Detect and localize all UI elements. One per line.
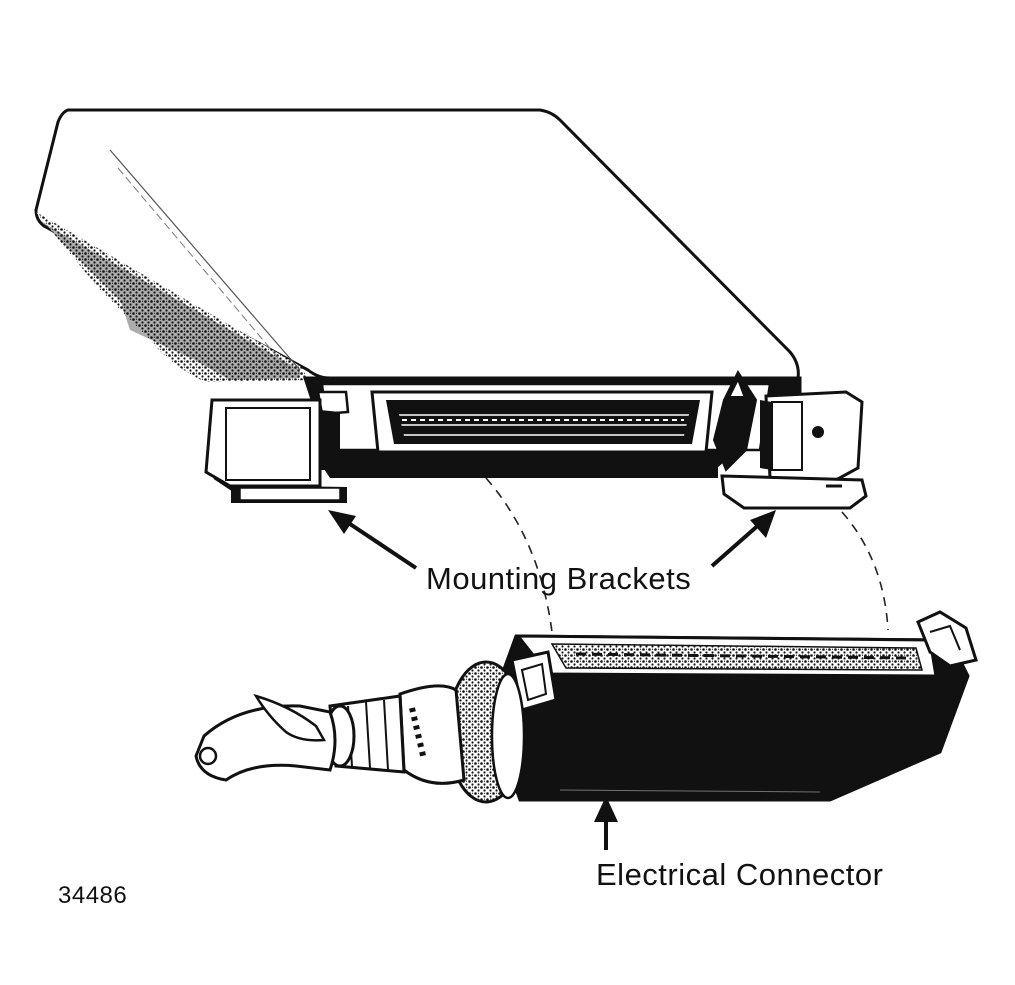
electrical-connector-label: Electrical Connector	[596, 857, 884, 892]
left-mounting-bracket	[204, 398, 347, 503]
right-mounting-bracket	[720, 390, 868, 510]
mounting-brackets-label: Mounting Brackets	[426, 561, 692, 596]
figure-number: 34486	[58, 882, 128, 909]
electrical-connector	[498, 610, 978, 802]
mounting-bracket-arrows	[328, 510, 776, 570]
electrical-connector-arrow	[594, 796, 618, 850]
module-side-shading	[36, 212, 310, 382]
module-top-face	[34, 108, 800, 380]
wire-harness-boot	[194, 660, 526, 804]
control-module	[34, 108, 802, 478]
alignment-guides	[485, 477, 889, 633]
module-header-socket	[370, 390, 714, 454]
module-latch	[712, 369, 758, 472]
